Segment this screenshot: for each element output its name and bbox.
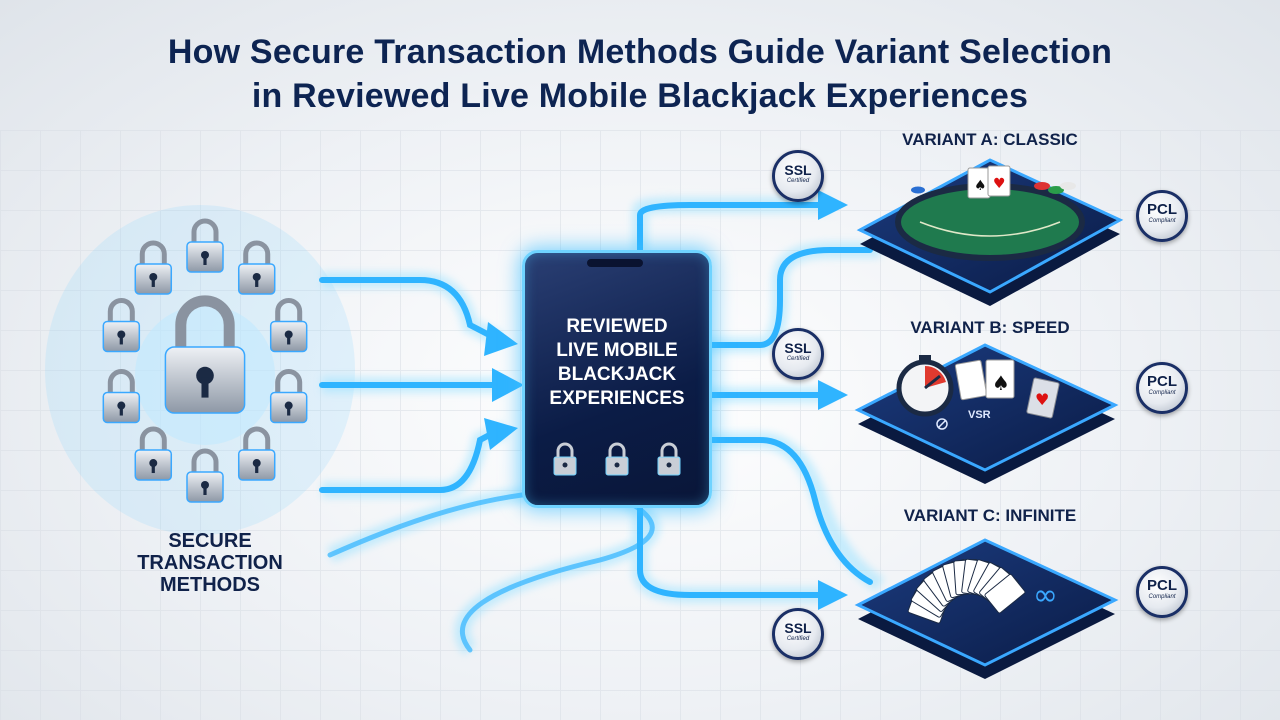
flow-line-top-in [319, 277, 498, 341]
arrow-head-to-b [818, 380, 848, 410]
hub-phone: REVIEWED LIVE MOBILE BLACKJACK EXPERIENC… [522, 250, 712, 508]
title-line-2: in Reviewed Live Mobile Blackjack Experi… [251, 77, 1029, 115]
spade-icon: ♠ [992, 371, 1010, 395]
padlock-icon [269, 369, 308, 424]
flow-line-to-c-lower [637, 499, 823, 598]
hub-label-line-4: EXPERIENCES [549, 388, 685, 409]
stopwatch-icon [896, 355, 954, 417]
flow-line-to-c [703, 437, 873, 585]
flow-arrows [484, 190, 848, 610]
padlock-icon [553, 442, 577, 476]
variant-a-platform: ♠ ♥ [856, 158, 1124, 306]
no-icon [936, 418, 948, 430]
source-label-line-3: METHODS [160, 574, 260, 596]
hub-locks [553, 442, 681, 476]
variant-b-label: VARIANT B: SPEED [910, 318, 1070, 337]
hub-label: REVIEWED LIVE MOBILE BLACKJACK EXPERIENC… [525, 315, 709, 411]
arrow-head-top-in [484, 322, 518, 356]
hub-label-line-1: REVIEWED [566, 316, 668, 337]
source-label: SECURE TRANSACTION METHODS [110, 530, 310, 596]
card-icon [984, 573, 1026, 614]
padlock-icon [605, 442, 629, 476]
arrow-head-mid-in [492, 368, 524, 402]
source-label-line-1: SECURE [168, 530, 252, 552]
padlock-icon [102, 298, 141, 353]
arrow-head-bottom-in [484, 418, 518, 450]
card-icon [987, 165, 1011, 197]
card-icon [1026, 377, 1060, 419]
hub-label-line-3: BLACKJACK [557, 364, 677, 385]
padlock-icon [237, 240, 276, 295]
card-icon [985, 359, 1015, 399]
infinity-icon: ∞ [1033, 578, 1058, 613]
hub-label-line-2: LIVE MOBILE [556, 340, 678, 361]
flow-line-bottom-in [319, 429, 498, 493]
table-arc [919, 221, 1061, 237]
padlock-icon [237, 426, 276, 481]
variant-c-label: VARIANT C: INFINITE [903, 506, 1077, 525]
padlock-icon [134, 240, 173, 295]
padlock-icon [269, 298, 308, 353]
heart-icon: ♥ [993, 176, 1006, 192]
variant-c-platform-top [854, 538, 1119, 667]
arrow-head-to-c [818, 580, 848, 610]
card-icon [954, 359, 988, 401]
title-line-1: How Secure Transaction Methods Guide Var… [167, 33, 1113, 71]
spade-icon: ♠ [974, 178, 987, 194]
flow-line-loop [327, 489, 655, 653]
padlock-icon [657, 442, 681, 476]
arrow-head-to-a [818, 190, 848, 220]
padlock-icon [164, 295, 246, 414]
padlock-icon [102, 369, 141, 424]
variant-a-label: VARIANT A: CLASSIC [902, 130, 1078, 149]
phone-notch [587, 259, 643, 267]
speed-tag: VSR [968, 409, 991, 421]
no-icon-bar [937, 419, 947, 429]
padlock-icon [186, 218, 224, 273]
flow-line-to-a-upper [637, 202, 823, 253]
padlock-icon [134, 426, 173, 481]
padlock-icon [186, 448, 224, 503]
page-title: How Secure Transaction Methods Guide Var… [0, 30, 1280, 118]
heart-icon: ♥ [1035, 390, 1049, 409]
flow-lines [319, 202, 873, 653]
chip-stack-icon [911, 182, 1076, 194]
source-lock-cluster [102, 218, 308, 503]
flow-line-to-a [703, 247, 873, 348]
variant-b-platform: ♠ ♥ VSR [854, 343, 1119, 484]
card-fan-icon [907, 558, 1026, 624]
source-label-line-2: TRANSACTION [137, 552, 283, 574]
variant-c-platform: ∞ [854, 538, 1119, 679]
